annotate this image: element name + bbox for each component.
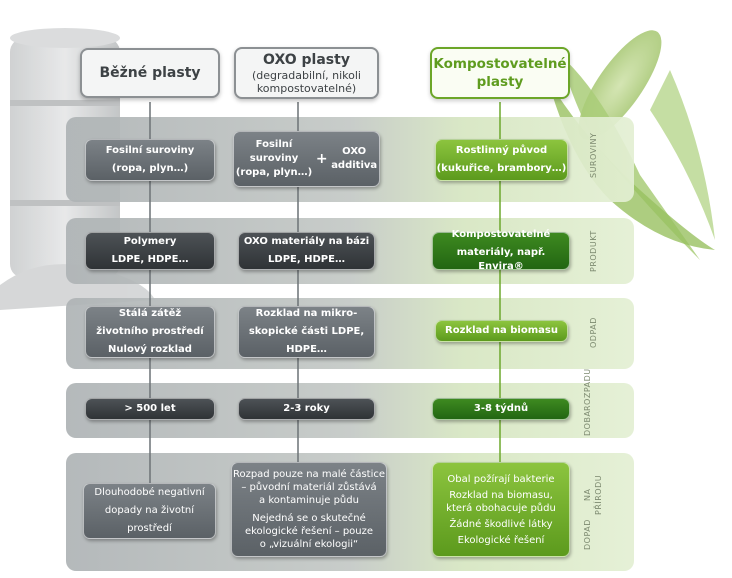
text-line: životního prostředí [96,326,204,337]
plus-sign: + [315,151,328,167]
text-line: HDPE… [286,344,327,355]
header-oxo-plastics: OXO plasty (degradabilní, nikoli kompost… [234,47,379,99]
common-decomposition-time-box: > 500 let [85,398,215,420]
oxo-raw-materials-box: Fosilní suroviny (ropa, plyn…) + OXO add… [233,131,380,187]
oxo-decomposition-time-box: 2-3 roky [238,398,375,420]
text-line: LDPE, HDPE… [111,254,189,265]
row-label-odpad: ODPAD [589,317,598,349]
text-line: additiva [331,160,378,171]
common-impact-box: Dlouhodobé negativní dopady na životní p… [83,483,216,539]
text-line: Polymery [123,236,177,247]
row-label-dopad: DOPAD NA PŘÍRODU [582,470,608,550]
common-waste-box: Stálá zátěž životního prostředí Nulový r… [85,306,215,358]
header-compost-title-2: plasty [476,74,524,90]
text-line: Nulový rozklad [108,344,192,355]
row-label-doba-2: ROZPADU [583,367,592,411]
compost-decomposition-time-box: 3-8 týdnů [432,398,570,420]
header-compostable-plastics: Kompostovatelné plasty [430,47,570,99]
text-line: Dlouhodobé negativní [94,487,205,498]
compost-product-box: Kompostovatelné materiály, např. Envira® [432,229,570,272]
oxo-fossil-text: Fosilní suroviny (ropa, plyn…) [236,138,312,180]
oxo-additives-text: OXO additiva [331,145,377,173]
text-line: ekologické řešení – pouze [244,526,374,537]
compost-raw-materials-box: Rostlinný původ (kukuřice, brambory…) [435,139,568,181]
header-common-plastics: Běžné plasty [80,48,220,98]
compost-waste-box: Rozklad na biomasu [435,320,568,342]
text-line: a kontaminuje půdu [259,495,359,506]
text-line: (kukuřice, brambory…) [436,163,567,174]
text-line: Rozklad na mikro- [255,308,358,319]
text-line: Fosilní [255,139,293,150]
text-line: Rozklad na biomasu [445,325,558,336]
text-line: Nejedná se o skutečné [252,513,366,524]
text-line: Stálá zátěž [118,308,182,319]
text-line: Rozpad pouze na malé částice [232,469,386,480]
header-common-title: Běžné plasty [99,65,201,81]
text-line: o „vizuální ekologii“ [259,539,359,550]
header-compost-title-1: Kompostovatelné [433,56,567,72]
header-oxo-subtitle-1: (degradabilní, nikoli [252,69,361,82]
text-line: Kompostovatelné [451,229,551,240]
text-line: (ropa, plyn…) [111,163,189,174]
text-line: OXO materiály na bázi [243,236,370,247]
oxo-product-box: OXO materiály na bázi LDPE, HDPE… [238,232,375,270]
row-label-doba-1: DOBA [583,410,592,436]
text-line: dopady na životní [104,505,195,516]
header-oxo-title: OXO plasty [263,52,350,68]
common-product-box: Polymery LDPE, HDPE… [85,232,215,270]
row-label-produkt: PRODUKT [589,230,598,272]
text-line: Žádné škodlivé látky [449,518,553,530]
row-label-doba: DOBA ROZPADU [582,368,608,436]
oxo-waste-box: Rozklad na mikro- skopické části LDPE, H… [238,306,375,358]
header-oxo-subtitle-2: kompostovatelné) [256,82,357,95]
text-line: (ropa, plyn…) [235,167,313,178]
text-line: OXO [342,146,367,157]
row-label-dopad-2: NA PŘÍRODU [583,474,603,515]
row-label-suroviny: SUROVINY [589,132,598,178]
text-line: – původní materiál zůstává [241,482,377,493]
text-line: Rostlinný původ [455,145,548,156]
row-label-dopad-1: DOPAD [583,519,592,550]
text-line: LDPE, HDPE… [268,254,345,265]
text-line: která obohacuje půdu [446,502,556,514]
text-line: materiály, např. Envira® [456,247,546,272]
text-line: prostředí [127,523,172,534]
text-line: skopické části LDPE, [248,326,365,337]
compost-impact-box: Obal požírají bakterie Rozklad na biomas… [432,462,570,557]
common-raw-materials-box: Fosilní suroviny (ropa, plyn…) [85,139,215,181]
text-line: Obal požírají bakterie [447,473,555,485]
text-line: Rozklad na biomasu, [449,489,553,501]
text-line: Fosilní suroviny [105,145,195,156]
text-line: Ekologické řešení [457,534,545,546]
oxo-impact-box: Rozpad pouze na malé částice – původní m… [231,462,387,557]
text-line: suroviny [249,153,299,164]
